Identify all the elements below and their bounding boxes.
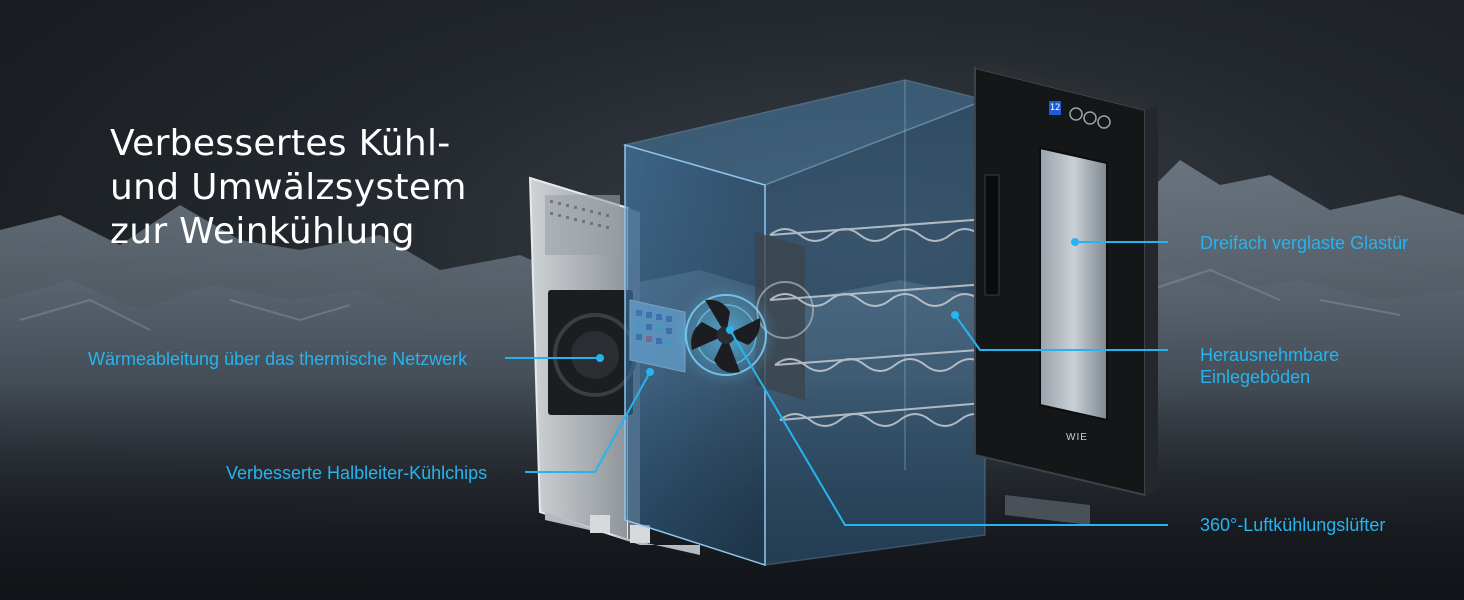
callout-fan: 360°-Luftkühlungslüfter xyxy=(1200,515,1386,535)
door-display: 12 xyxy=(1049,101,1061,115)
headline: Verbessertes Kühl- und Umwälzsystem zur … xyxy=(110,122,467,254)
callout-glass-door: Dreifach verglaste Glastür xyxy=(1200,233,1409,253)
door xyxy=(974,64,1158,525)
headline-line-1: Verbessertes Kühl- xyxy=(110,123,451,164)
callout-shelves-line-2: Einlegeböden xyxy=(1200,367,1311,387)
headline-line-3: zur Weinkühlung xyxy=(110,211,415,252)
headline-line-2: und Umwälzsystem xyxy=(110,167,467,208)
callout-heat-dissipation: Wärmeableitung über das thermische Netzw… xyxy=(88,349,468,369)
brand-logo: WIE xyxy=(1066,432,1088,443)
cooling-fan xyxy=(674,283,778,387)
callout-shelves-line-1: Herausnehmbare xyxy=(1200,345,1340,365)
callout-cooling-chips: Verbesserte Halbleiter-Kühlchips xyxy=(226,463,488,483)
